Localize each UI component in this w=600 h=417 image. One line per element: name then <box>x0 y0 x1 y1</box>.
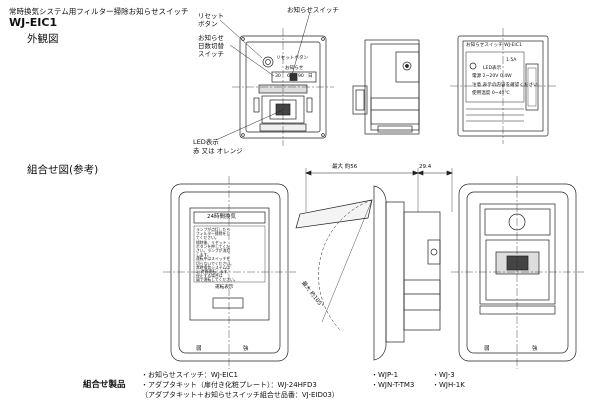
dim-max-angle: 最大 約105° <box>300 280 325 309</box>
callout-notice-switch: お知らせスイッチ <box>287 6 339 14</box>
callout-reset-line2: ボタン <box>198 20 218 28</box>
product-col2-2: ・WJN-T-TM3 <box>371 381 415 389</box>
back-rating: 1.5A <box>506 58 517 63</box>
product-item-3: （アダプタキット＋お知らせスイッチ組合せ品番：VJ-EID03） <box>141 391 339 399</box>
product-item-1: ・お知らせスイッチ：WJ-EIC1 <box>141 371 238 379</box>
section-exterior-title: 外観図 <box>27 33 59 45</box>
device-day-30: 30 <box>275 74 281 79</box>
plate-weak-label: 弱 <box>196 346 202 352</box>
header-subtitle: 常時換気システム用フィルター掃除お知らせスイッチ <box>9 7 189 16</box>
plate-strong-label: 強 <box>243 346 249 352</box>
plate-side-view <box>295 168 453 361</box>
product-col2-1: ・WJP-1 <box>371 371 399 379</box>
device-brand: JAUDE JAPAN <box>265 125 295 130</box>
plate-window-title: 24時間換気 <box>207 214 236 220</box>
callout-led-line2: 赤 又は オレンジ <box>193 147 243 155</box>
device-side-view <box>352 39 420 135</box>
products-heading: 組合せ製品 <box>83 380 126 390</box>
callout-led-line1: LED表示 <box>193 138 219 146</box>
plate-instruction-line: 弱で運転してください。 <box>196 277 238 283</box>
product-col3-1: ・WJ-3 <box>432 371 455 379</box>
callout-reset-line1: リセット <box>198 12 224 20</box>
back-line-4: 使用温度 0~40℃ <box>472 91 510 96</box>
product-col3-2: ・WJH-1K <box>432 381 465 389</box>
device-up-kanji: 上 <box>290 86 296 92</box>
plate-run-label: 運転表示 <box>215 285 234 290</box>
dim-depth-2: 29.4 <box>419 164 432 170</box>
device-up-label: UP <box>266 86 275 92</box>
callout-days-line2: 日数切替 <box>198 42 224 50</box>
callout-days-line3: スイッチ <box>198 50 224 58</box>
back-title: お知らせスイッチ WJ-EIC1 <box>466 43 522 48</box>
dim-max-depth: 最大 約56 <box>332 164 358 170</box>
plate2-strong-label: 強 <box>532 346 538 352</box>
header-model: WJ-EIC1 <box>9 16 58 29</box>
device-day-60: 60 <box>287 74 293 79</box>
device-day-90: 90 <box>298 74 304 79</box>
plate2-weak-label: 弱 <box>484 346 490 352</box>
back-line-3: 注意 表示の内容を確認ください <box>472 83 538 88</box>
device-reset-label: リセットボタン <box>276 56 309 61</box>
back-line-1: LED表示 <box>483 66 502 71</box>
callout-days-line1: お知らせ <box>198 34 224 42</box>
plate-open-view <box>451 176 584 369</box>
device-notice-label: お知らせ <box>285 66 304 71</box>
back-line-2: 電源 2~20V 0.4W <box>472 74 512 79</box>
product-item-2: ・アダプタキット（扉付き化粧プレート）：WJ-24HFD3 <box>141 381 317 389</box>
device-day-unit: 日 <box>308 74 313 79</box>
section-combination-title: 組合せ図(参考) <box>27 164 99 176</box>
